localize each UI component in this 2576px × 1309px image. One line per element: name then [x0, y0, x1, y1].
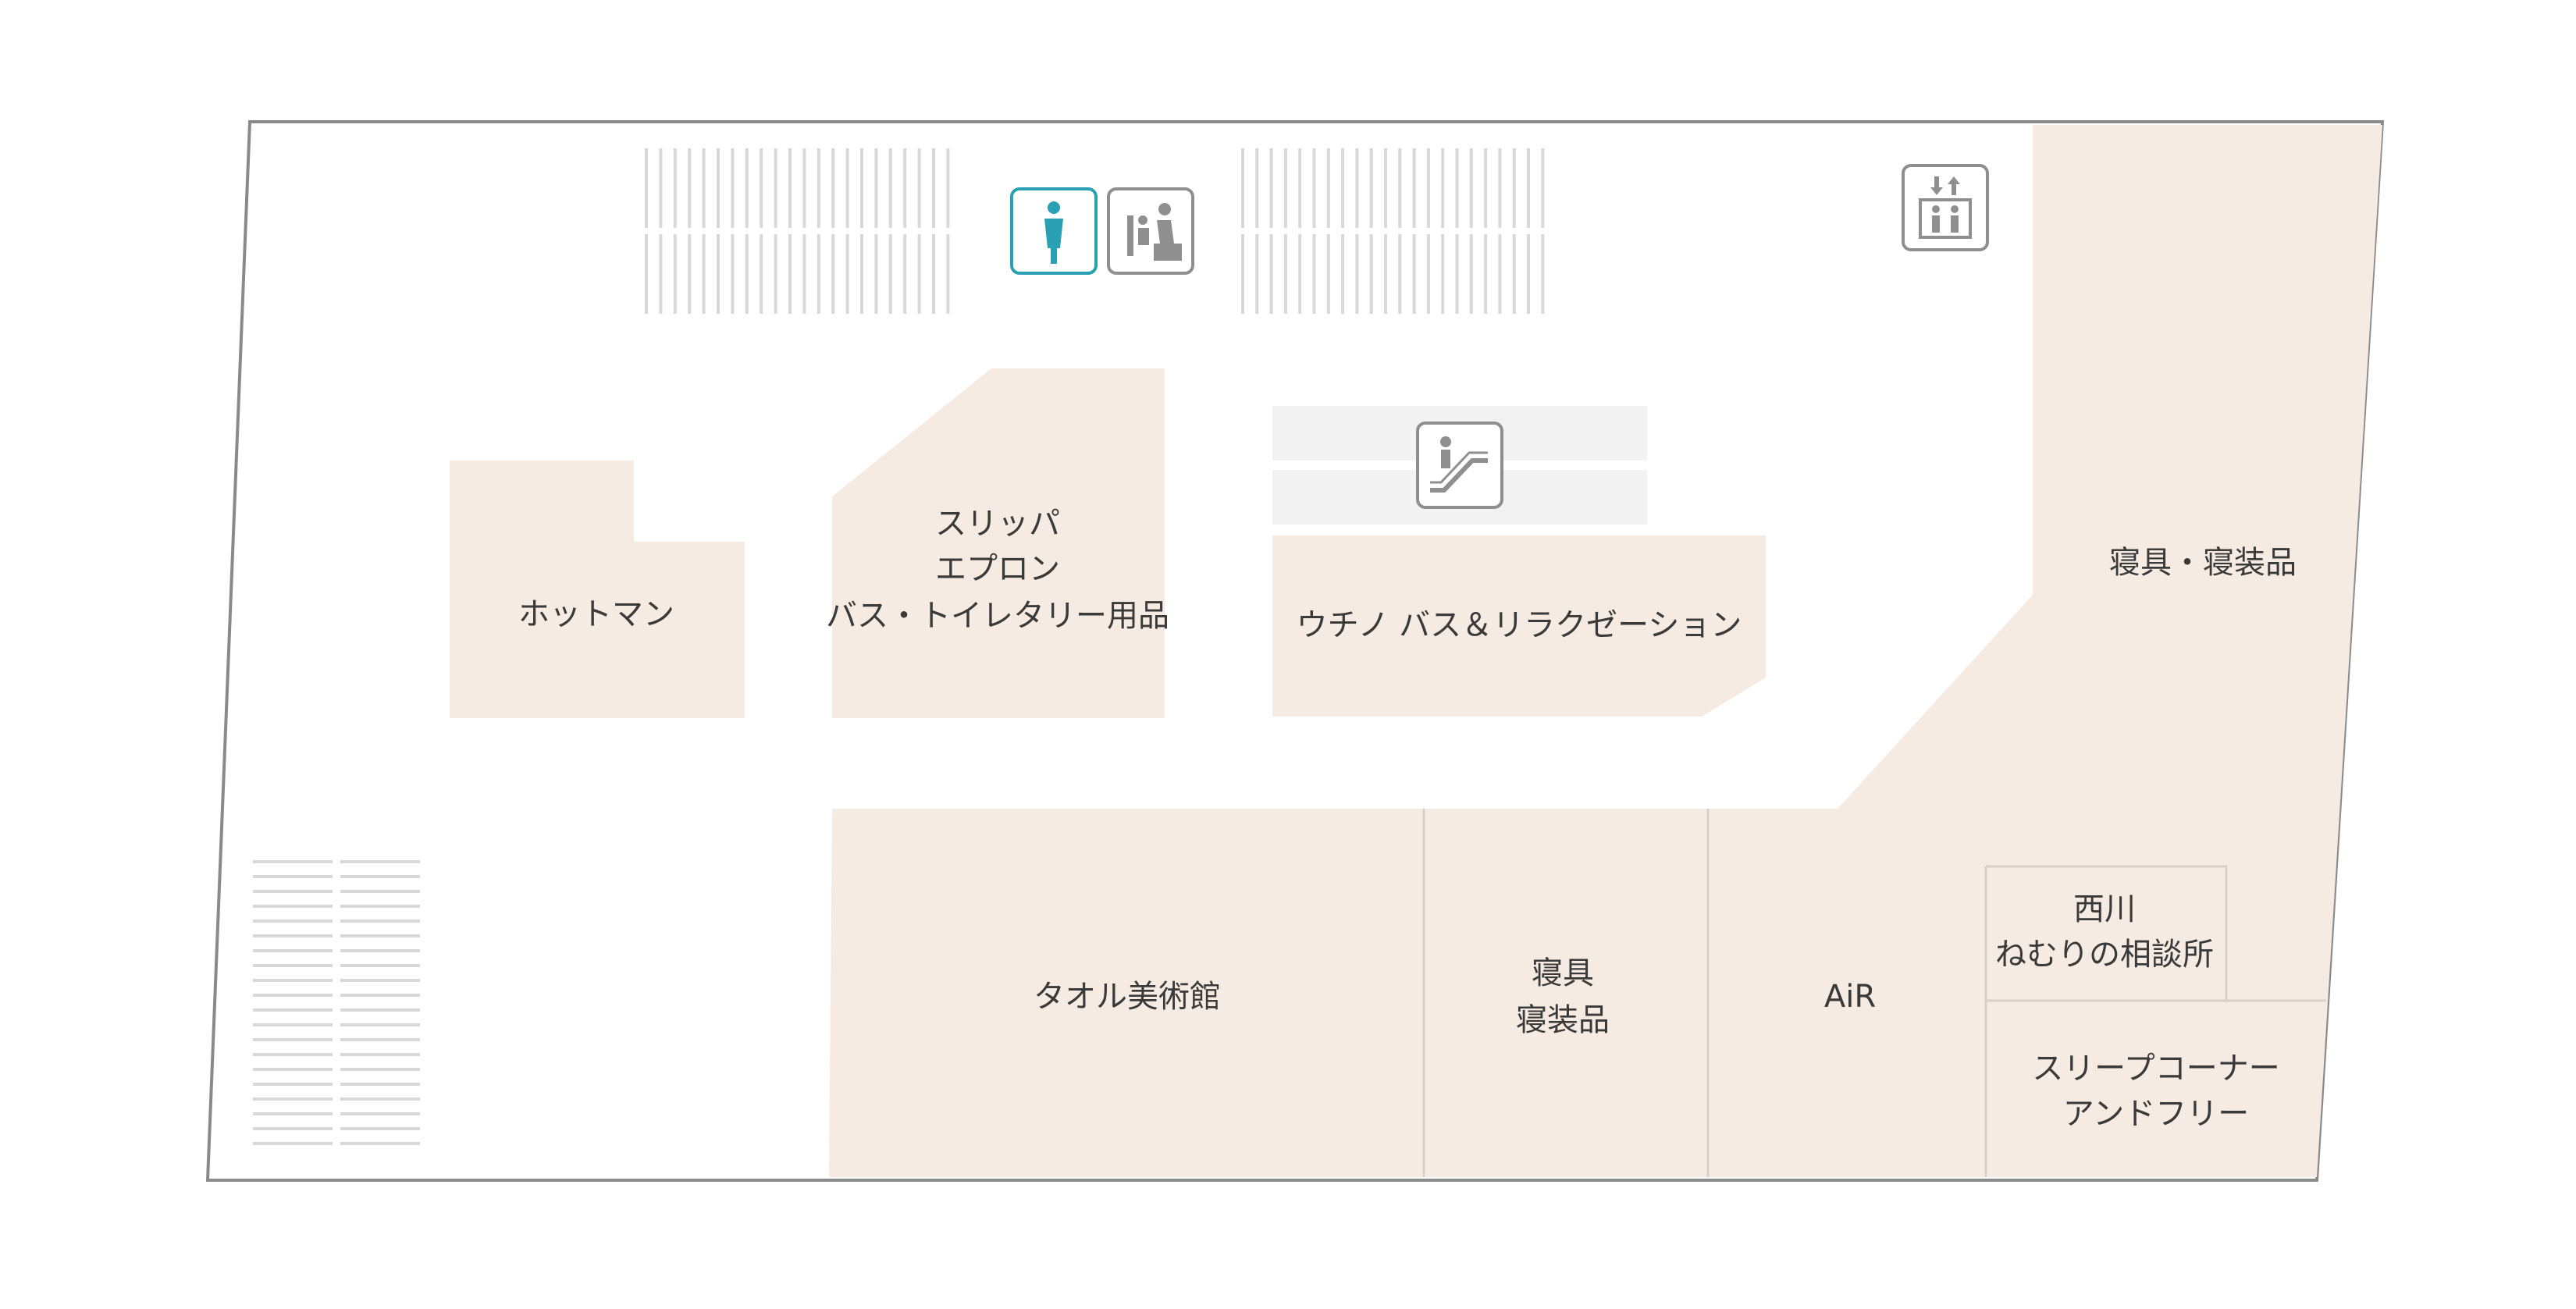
shop-air-label: AiR	[1824, 979, 1876, 1015]
shop-nishikawa-label-1: 西川	[2073, 891, 2136, 927]
shop-sleep-label-2: アンドフリー	[2063, 1096, 2249, 1132]
shop-uchino-label: ウチノ バス＆リラクゼーション	[1297, 607, 1742, 643]
shop-towel-label: タオル美術館	[1034, 979, 1221, 1015]
shop-bedding-right-label: 寝具・寝装品	[2109, 545, 2297, 581]
accessible-restroom-icon[interactable]	[1107, 187, 1194, 275]
shop-sleep-label-1: スリープコーナー	[2032, 1051, 2280, 1087]
shop-hotman[interactable]	[450, 461, 745, 718]
shop-slipper[interactable]	[832, 368, 1165, 718]
shop-slipper-label-3: バス・トイレタリー用品	[826, 598, 1169, 634]
elevator-icon[interactable]	[1902, 164, 1989, 251]
shop-bedding-main[interactable]	[829, 125, 2382, 1177]
shop-slipper-label-2: エプロン	[935, 551, 1060, 587]
shop-nishikawa-label-2: ねむりの相談所	[1995, 937, 2214, 973]
stairs-bottom-left	[253, 860, 420, 1145]
restroom-icon[interactable]	[1010, 187, 1098, 275]
shop-bedding-label-2: 寝装品	[1516, 1002, 1610, 1038]
escalator-icon[interactable]	[1416, 422, 1503, 509]
shop-uchino[interactable]	[1272, 535, 1766, 717]
shop-bedding-label-1: 寝具	[1532, 955, 1594, 991]
divider-nishikawa	[1986, 865, 2228, 1001]
shop-slipper-label-1: スリッパ	[935, 506, 1060, 542]
stairs-top-center	[1241, 148, 1545, 314]
shop-hotman-label: ホットマン	[518, 596, 674, 632]
stairs-top-left	[645, 148, 950, 314]
